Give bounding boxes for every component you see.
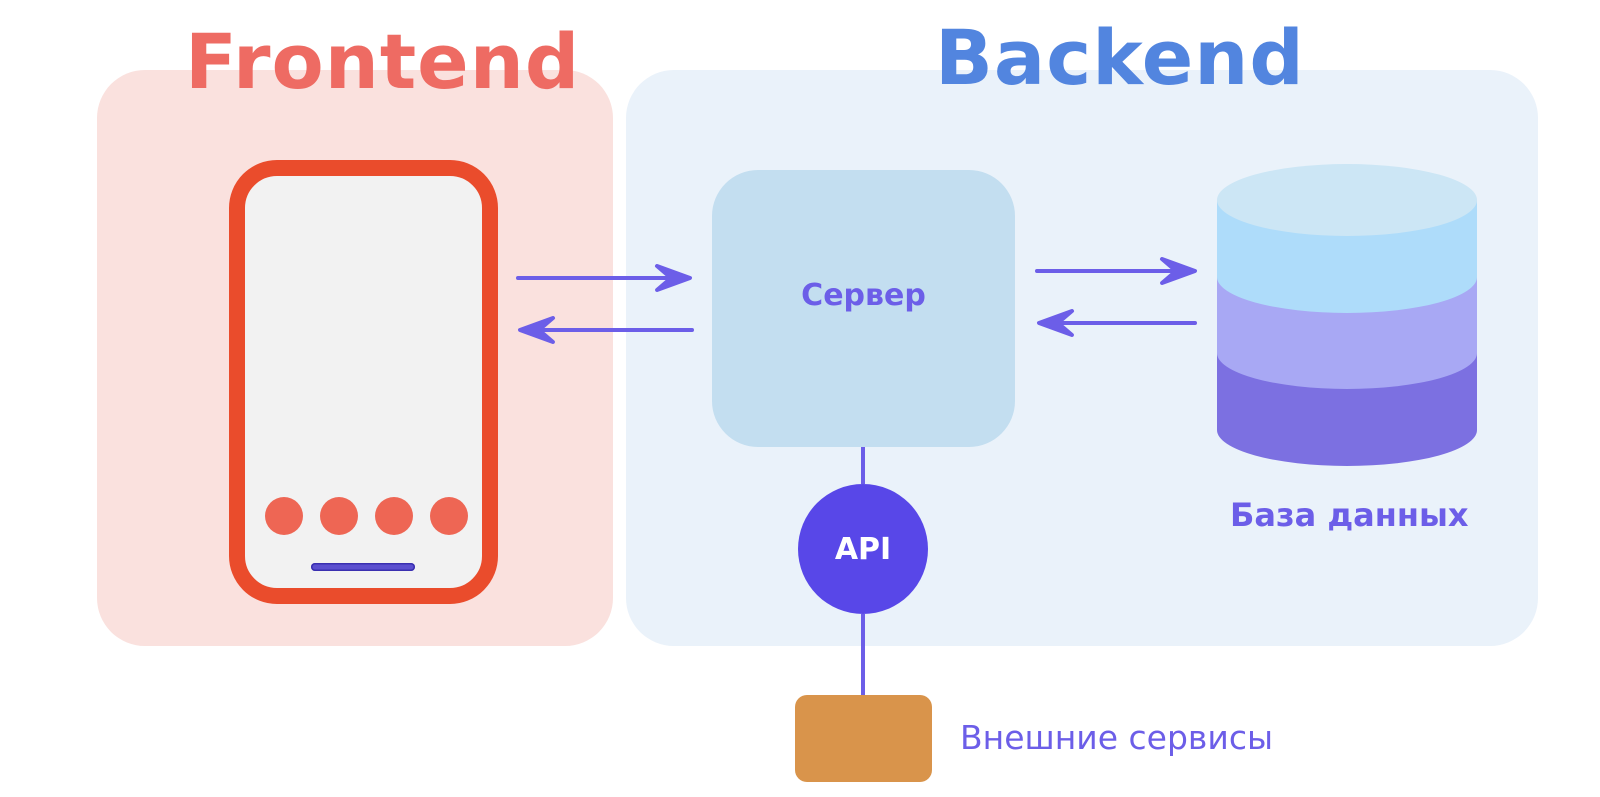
- backend-title: Backend: [935, 13, 1305, 102]
- database-label: База данных: [1230, 496, 1469, 534]
- server-label: Сервер: [801, 278, 926, 313]
- result-arrow: [1037, 309, 1197, 337]
- phone-dot: [320, 497, 358, 535]
- external-services-box: [795, 695, 932, 782]
- database-icon: [1217, 164, 1477, 466]
- api-label: API: [834, 531, 892, 567]
- server-box: Сервер: [712, 170, 1015, 447]
- external-services-label: Внешние сервисы: [960, 718, 1274, 757]
- phone-dot: [375, 497, 413, 535]
- phone-dot: [430, 497, 468, 535]
- api-node: API: [798, 484, 928, 614]
- frontend-title: Frontend: [185, 17, 581, 106]
- phone-dot: [265, 497, 303, 535]
- request-arrow: [516, 264, 692, 292]
- response-arrow: [518, 316, 694, 344]
- phone-home-bar: [311, 563, 415, 571]
- query-arrow: [1035, 257, 1197, 285]
